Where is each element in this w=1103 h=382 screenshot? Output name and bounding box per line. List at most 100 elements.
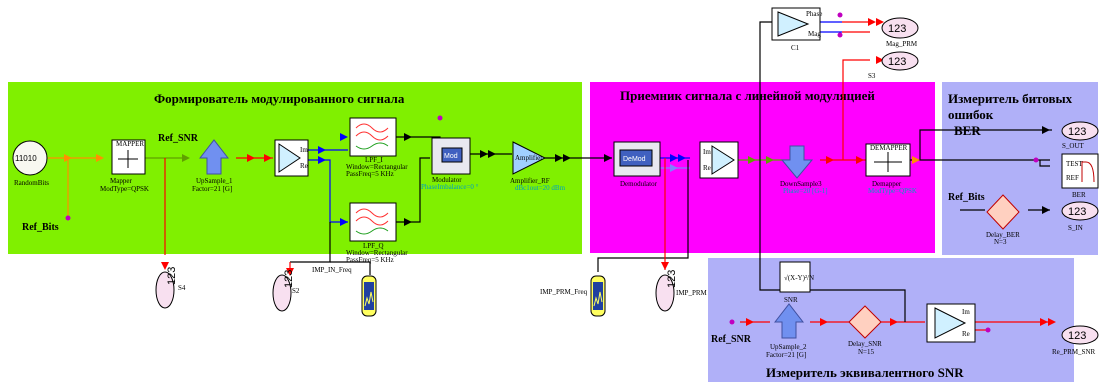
svg-text:DEMAPPER: DEMAPPER [870,144,908,152]
imp-in-freq-probe[interactable] [361,275,377,317]
demapper-block[interactable]: DEMAPPER [865,143,911,177]
ref-bits-ber: Ref_Bits [948,192,985,203]
imp-prm-freq-probe[interactable] [590,275,606,317]
delay-ber-param: N=3 [994,238,1007,246]
ber-meter-label: BER [1072,191,1086,199]
delay-ber-label: Delay_BER [986,231,1020,239]
lpf-i-label: LPF_I [365,156,384,164]
s-in-label: S_IN [1068,224,1083,232]
svg-text:123: 123 [1068,126,1086,138]
svg-text:Amplifier: Amplifier [515,154,543,162]
region-ber-title-1: Измеритель битовых [948,91,1073,106]
svg-text:Re: Re [962,330,970,338]
delay-snr-param: N=15 [858,348,875,356]
svg-text:Phase: Phase [806,10,822,18]
lpf-q-label: LPF_Q [363,242,384,250]
svg-text:MAPPER: MAPPER [116,140,144,148]
re-prm-snr-combiner[interactable]: Im Re [926,303,976,343]
s4-sink[interactable]: 123 [155,267,178,309]
region-receiver-title: Приемник сигнала с линейной модуляцией [620,88,875,103]
s2-label: S2 [292,287,300,295]
upsample-1-param: Factor=21 [G] [192,185,232,193]
random-bits-label: RandomBits [14,179,49,187]
demapper-label: Demapper [872,180,902,188]
svg-text:Mod: Mod [444,153,458,160]
mag-prm-sink[interactable]: 123 [881,17,919,39]
svg-text:123: 123 [283,270,295,288]
c1-label: C1 [791,44,800,52]
mapper-label: Mapper [110,177,132,185]
svg-text:Re: Re [703,164,711,172]
mapper-block[interactable]: MAPPER [111,139,146,175]
demodulator-block[interactable]: DeMod [613,141,661,177]
lpf-i-param2: PassFreq=5 KHz [346,170,394,178]
downsample-label: DownSample3 [780,180,822,188]
imp-prm-label: IMP_PRM [676,289,708,297]
upsample-2-label: UpSample_2 [770,343,807,351]
mag-prm-label: Mag_PRM [886,40,918,48]
svg-text:Im: Im [703,148,711,156]
random-bits-block[interactable]: 11010 [12,140,48,176]
re-prm-snr-label: Re_PRM_SNR [1052,348,1096,356]
upsample-1-block[interactable] [198,139,230,175]
svg-text:123: 123 [1068,206,1086,218]
snr-block[interactable]: √(X-Y)²/N [779,261,814,293]
junctions [65,12,1039,333]
ref-bits-left: Ref_Bits [22,222,59,233]
svg-text:REF: REF [1066,174,1079,182]
upsample-1-label: UpSample_1 [196,177,233,185]
s-in-sink[interactable]: 123 [1061,201,1099,221]
upsample-2-param: Factor=21 [G] [766,351,806,359]
ref-snr-bottom: Ref_SNR [711,334,752,345]
lpf-q-param1: Window=Rectangular [346,249,408,257]
amplifier-param: dBc1out=20 dBm [515,184,566,192]
ber-meter-block[interactable]: TEST REF [1061,153,1099,189]
mapper-param: ModType=QPSK [100,185,149,193]
imp-in-freq-label: IMP_IN_Freq [312,266,352,274]
imp-prm-freq-label: IMP_PRM_Freq [540,288,588,296]
re-prm-snr-sink[interactable]: 123 [1061,325,1099,345]
svg-text:Im: Im [962,308,970,316]
svg-text:Im: Im [300,146,308,154]
modulator-block[interactable]: Mod [431,137,471,175]
lpf-q-param2: PassFreq=5 KHz [346,256,394,264]
combiner-block[interactable]: Im Re [699,141,739,179]
s3-label: S3 [868,72,876,80]
downsample-param: Phase=20 [G-1] [783,187,828,195]
svg-text:123: 123 [666,270,678,288]
svg-text:11010: 11010 [15,154,37,163]
s4-label: S4 [178,284,186,292]
svg-text:123: 123 [166,267,178,285]
snr-label: SNR [784,296,798,304]
region-modulator-title: Формирователь модулированного сигнала [154,91,405,106]
modulator-label: Modulator [432,176,462,184]
delay-snr-label: Delay_SNR [848,340,882,348]
ref-snr-top: Ref_SNR [158,133,199,144]
splitter-block[interactable]: Im Re [274,139,309,177]
region-ber-title-2: ошибок [948,107,994,122]
arrowheads [64,18,1056,326]
svg-text:Mag: Mag [808,30,821,38]
region-snr-title: Измеритель эквивалентного SNR [766,365,964,380]
delay-snr-block[interactable] [848,305,882,339]
lpf-i-block[interactable] [349,117,397,157]
svg-text:123: 123 [888,56,906,68]
delay-ber-block[interactable] [986,194,1020,230]
s2-sink[interactable]: 123 [272,270,295,312]
upsample-2-block[interactable] [773,303,805,339]
svg-text:TEST: TEST [1066,160,1083,168]
c1-block[interactable]: Phase Mag [771,7,822,41]
s3-sink[interactable]: 123 [881,51,919,71]
s-out-sink[interactable]: 123 [1061,121,1099,141]
demodulator-label: Demodulator [620,180,658,188]
downsample-block[interactable] [780,145,814,179]
amplifier-label: Amplifier_RF [510,177,550,185]
lpf-q-block[interactable] [349,202,397,242]
svg-text:123: 123 [1068,330,1086,342]
svg-text:√(X-Y)²/N: √(X-Y)²/N [784,274,814,282]
modulator-param: PhaseImbalance=0 ° [421,183,479,191]
imp-prm-sink[interactable]: 123 [655,270,678,312]
svg-text:123: 123 [888,23,906,35]
amplifier-block[interactable]: Amplifier [512,141,547,175]
